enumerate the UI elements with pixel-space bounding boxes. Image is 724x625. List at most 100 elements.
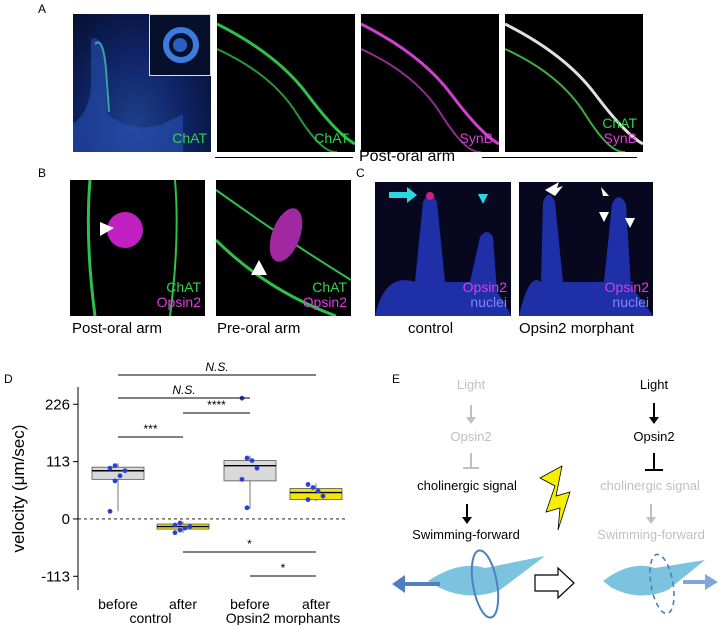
label-chat-b2: ChAT [312,279,347,295]
group-label: Opsin2 morphants [226,610,340,625]
significance-label: N.S. [205,360,228,374]
rotation-arrow-icon [470,549,500,619]
label-opsin2-nuclei-c1: Opsin2 nuclei [463,280,507,310]
right-forward-arrow-head [705,574,718,590]
data-point [182,525,188,531]
left-arrow-1-head [466,417,476,424]
micrograph-a3: SynB [361,14,499,152]
micrograph-c2: Opsin2 nuclei [519,182,653,316]
left-opsin2-text: Opsin2 [450,429,491,444]
data-point [177,527,183,533]
label-opsin2-b2: Opsin2 [302,294,347,310]
larva-right-icon [603,560,705,596]
micrograph-b2: ChAT Opsin2 [216,180,351,316]
group-label: control [129,610,171,625]
micrograph-c1: Opsin2 nuclei [375,182,511,316]
significance-label: * [281,561,286,575]
x-tick-label: after [302,596,330,612]
data-point [305,482,311,487]
data-point [117,473,123,479]
box [289,488,343,501]
label-chat-a1: ChAT [172,130,207,146]
right-arrow-2-head [646,517,656,524]
significance-label: **** [207,398,226,412]
panel-label-b: B [38,166,47,180]
x-tick-label: after [169,596,197,612]
panel-label-c: C [356,166,365,180]
left-forward-arrow-head [392,575,405,593]
lightning-icon [539,465,571,531]
right-light-text: Light [640,377,669,392]
y-tick-label: -113 [41,568,70,585]
label-chat-opsin2-b1: ChAT Opsin2 [157,280,201,310]
x-tick-label: before [230,596,270,612]
right-cholinergic-text: cholinergic signal [600,478,700,493]
data-point [244,505,250,511]
label-synb-a4: SynB [603,130,637,146]
caption-opsin2-morphant-c: Opsin2 morphant [519,320,635,337]
right-arrow-1-head [649,417,659,424]
caption-line-left [215,157,353,158]
y-tick-label: 0 [62,511,70,528]
significance-label: N.S. [172,383,195,397]
data-point [172,530,178,536]
panel-label-e: E [392,372,401,386]
data-point [254,465,260,471]
y-tick-label: 226 [45,396,70,413]
label-opsin2-c1: Opsin2 [462,279,507,295]
caption-post-oral-arm-b: Post-oral arm [72,320,163,337]
left-swimming-text: Swimming-forward [412,527,520,542]
caption-pre-oral-arm-b: Pre-oral arm [217,320,301,337]
label-chat-a4: ChAT [602,115,637,131]
micrograph-a2: ChAT [217,14,355,152]
label-opsin2-nuclei-c2: Opsin2 nuclei [605,280,649,310]
larva-left-icon [428,556,545,596]
data-point [187,524,193,529]
data-point [112,463,118,469]
data-point [112,478,118,484]
y-axis-label: velocity (μm/sec) [9,425,28,553]
transition-arrow-icon [534,566,575,600]
data-point [177,520,183,526]
data-point [310,485,316,490]
caption-line-right [482,157,637,158]
left-cholinergic-text: cholinergic signal [417,478,517,493]
caption-post-oral-arm-a: Post-oral arm [359,148,456,165]
right-opsin2-text: Opsin2 [633,429,674,444]
label-opsin2-c2: Opsin2 [604,279,649,295]
significance-label: *** [143,422,157,436]
micrograph-b1: ChAT Opsin2 [70,180,205,316]
significance-label: * [247,537,252,551]
data-point [107,508,113,514]
panel-label-a: A [38,2,47,16]
right-swimming-text: Swimming-forward [597,527,705,542]
panel-label-d: D [4,372,13,386]
label-nuclei-c1: nuclei [470,294,507,310]
label-opsin2-b1: Opsin2 [156,294,201,310]
micrograph-a4: ChAT SynB [505,14,643,152]
micrograph-a1: ChAT [73,14,211,152]
label-chat-a2: ChAT [314,130,349,146]
label-chat-b1: ChAT [166,279,201,295]
label-synb-a3: SynB [459,130,493,146]
data-point [244,455,250,461]
data-point [172,522,178,528]
data-point [239,476,245,482]
label-nuclei-c2: nuclei [612,294,649,310]
data-point [305,497,311,503]
data-point [315,488,321,494]
data-point [107,465,113,471]
left-arrow-2-head [462,517,472,524]
dashed-rotation-icon [649,553,675,615]
x-tick-label: before [98,596,138,612]
label-chat-opsin2-b2: ChAT Opsin2 [303,280,347,310]
left-light-text: Light [457,377,486,392]
data-point [122,468,128,474]
data-point [249,458,255,463]
data-point [320,493,326,499]
label-chat-synb-a4: ChAT SynB [602,116,637,146]
caption-control-c: control [408,320,454,337]
y-tick-label: 113 [46,454,70,471]
